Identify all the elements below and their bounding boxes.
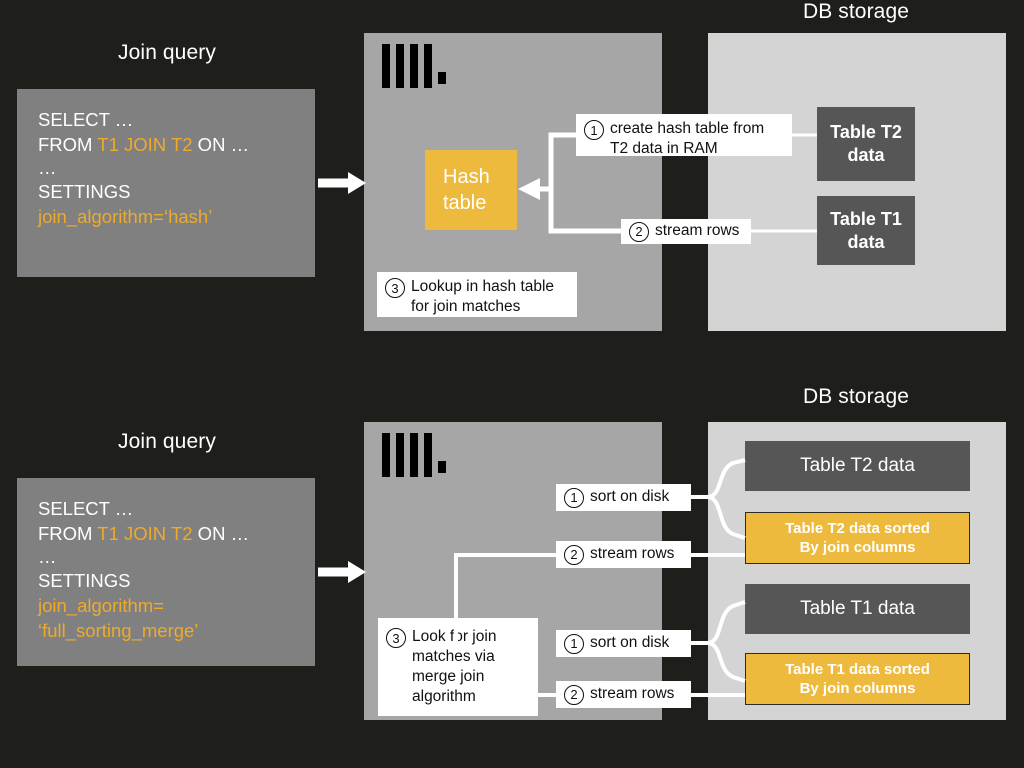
merge-step-1a-text: sort on disk (590, 488, 670, 505)
merge-step-2a-text: stream rows (590, 545, 675, 562)
merge-storage-table-t1-sorted-line2: By join columns (799, 680, 916, 697)
merge-storage-table-t1-sorted-line1: Table T1 data sorted (785, 661, 930, 678)
hash-query-to-server-arrow (318, 172, 366, 194)
hash-step-3-line2: for join matches (411, 298, 521, 315)
merge-step-2a-callout: 2 stream rows (556, 541, 691, 568)
storage-table-t1-box: Table T1 data (817, 196, 915, 265)
hash-join-storage-title: DB storage (802, 0, 910, 23)
query-line-ellipsis: … (38, 546, 57, 567)
merge-step-3-line4: algorithm (412, 688, 476, 705)
step-number-badge: 1 (564, 633, 584, 654)
query-line-join-algorithm-key: join_algorithm= (38, 595, 164, 616)
merge-storage-table-t2-sorted-box: Table T2 data sorted By join columns (745, 512, 970, 564)
hash-table-label-line2: table (443, 192, 487, 214)
step-number-badge: 1 (564, 487, 584, 508)
merge-join-query-title: Join query (118, 430, 216, 453)
hash-join-db-storage-panel (708, 33, 1006, 331)
merge-step-1b-callout: 1 sort on disk (556, 630, 691, 657)
merge-query-to-server-arrow (318, 561, 366, 583)
hash-step-3-text: Lookup in hash table for join matches (411, 277, 554, 317)
merge-step-3-line3: merge join (412, 668, 485, 685)
step-number-badge: 1 (584, 120, 604, 140)
query-line-join-algorithm: join_algorithm=‘hash’ (38, 206, 213, 227)
merge-step-3-line1: Look for join (412, 628, 497, 645)
query-line-select: SELECT … (38, 498, 134, 519)
merge-storage-table-t1-box: Table T1 data (745, 584, 970, 634)
merge-step-2b-text: stream rows (590, 685, 675, 702)
hash-step-2-callout: 2 stream rows (621, 219, 751, 244)
hash-step-3-line1: Lookup in hash table (411, 278, 555, 295)
clickhouse-logo (382, 44, 448, 88)
step-number-badge: 2 (629, 221, 649, 242)
query-from-keyword: FROM (38, 134, 98, 155)
query-line-from: FROM T1 JOIN T2 ON … (38, 132, 295, 157)
query-line-settings: SETTINGS (38, 181, 131, 202)
step-number-badge: 2 (564, 684, 584, 705)
merge-step-1a-callout: 1 sort on disk (556, 484, 691, 511)
hash-join-query-box: SELECT … FROM T1 JOIN T2 ON … … SETTINGS… (17, 89, 315, 277)
merge-storage-table-t1-label: Table T1 data (800, 598, 915, 619)
storage-table-t1-line1: Table T1 (830, 208, 902, 229)
storage-table-t1-line2: data (847, 231, 885, 252)
query-from-keyword: FROM (38, 523, 98, 544)
hash-step-1-line2: T2 data in RAM (610, 140, 718, 157)
hash-table-box: Hash table (425, 150, 517, 230)
query-on-clause: ON … (192, 523, 250, 544)
merge-step-2b-callout: 2 stream rows (556, 681, 691, 708)
merge-join-storage-title: DB storage (802, 385, 910, 408)
hash-step-2-text: stream rows (655, 222, 740, 239)
query-join-clause: T1 JOIN T2 (97, 523, 193, 544)
step-number-badge: 3 (386, 628, 406, 648)
merge-step-3-text: Look for join matches via merge join alg… (412, 627, 496, 707)
merge-storage-table-t2-label: Table T2 data (800, 455, 915, 476)
step-number-badge: 3 (385, 278, 405, 298)
hash-step-1-text: create hash table from T2 data in RAM (610, 119, 764, 159)
merge-storage-table-t1-sorted-box: Table T1 data sorted By join columns (745, 653, 970, 705)
storage-table-t2-line1: Table T2 (830, 122, 902, 142)
query-line-ellipsis: … (38, 157, 57, 178)
merge-step-3-line2: matches via (412, 648, 495, 665)
merge-join-query-box: SELECT … FROM T1 JOIN T2 ON … … SETTINGS… (17, 478, 315, 666)
merge-storage-table-t2-box: Table T2 data (745, 441, 970, 491)
merge-step-1b-text: sort on disk (590, 634, 670, 651)
query-join-clause: T1 JOIN T2 (97, 134, 193, 155)
step-number-badge: 2 (564, 544, 584, 565)
query-line-join-algorithm-value: ‘full_sorting_merge’ (38, 620, 199, 641)
hash-step-1-line1: create hash table from (610, 120, 765, 137)
merge-storage-table-t2-sorted-line2: By join columns (799, 539, 916, 556)
query-line-settings: SETTINGS (38, 570, 131, 591)
storage-table-t2-box: Table T2 data (817, 107, 915, 181)
hash-join-query-title: Join query (118, 41, 216, 64)
query-on-clause: ON … (192, 134, 250, 155)
query-line-from: FROM T1 JOIN T2 ON … (38, 521, 295, 546)
merge-storage-table-t2-sorted-line1: Table T2 data sorted (785, 520, 930, 537)
hash-table-label-line1: Hash (443, 166, 490, 188)
query-line-select: SELECT … (38, 109, 134, 130)
storage-table-t2-line2: data (847, 145, 885, 165)
clickhouse-logo (382, 433, 448, 477)
hash-step-3-callout: 3 Lookup in hash table for join matches (377, 272, 577, 317)
hash-step-1-callout: 1 create hash table from T2 data in RAM (576, 114, 792, 159)
merge-step-3-callout: 3 Look for join matches via merge join a… (378, 618, 538, 716)
